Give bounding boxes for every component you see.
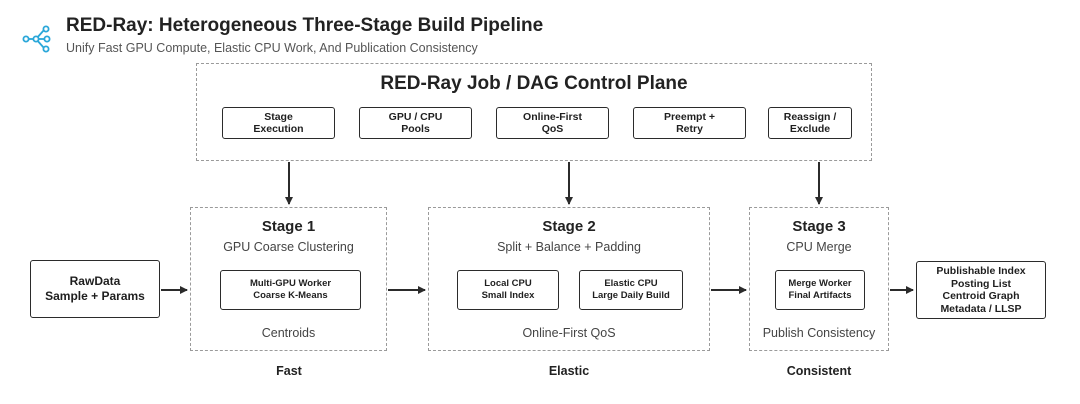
stage-1-container: Stage 1 GPU Coarse Clustering Multi-GPU … (190, 207, 387, 351)
stage-1-quality-label: Fast (276, 364, 302, 378)
input-box: RawData Sample + Params (30, 260, 160, 318)
stage-3-container: Stage 3 CPU Merge Merge Worker Final Art… (749, 207, 889, 351)
control-plane-title: RED-Ray Job / DAG Control Plane (380, 73, 688, 94)
stage-2-subtitle: Split + Balance + Padding (497, 240, 641, 254)
control-item-pools: GPU / CPU Pools (359, 107, 472, 139)
stage-2-container: Stage 2 Split + Balance + Padding Local … (428, 207, 710, 351)
output-box: Publishable Index Posting List Centroid … (916, 261, 1046, 319)
page-subtitle: Unify Fast GPU Compute, Elastic CPU Work… (66, 41, 478, 55)
stage-2-title: Stage 2 (542, 218, 596, 235)
stage-1-subtitle: GPU Coarse Clustering (223, 240, 354, 254)
stage-2-quality-label: Elastic (548, 364, 590, 378)
stage-2-footer: Online-First QoS (522, 326, 616, 340)
control-item-stage-execution: Stage Execution (222, 107, 335, 139)
stage-2-worker-local: Local CPU Small Index (457, 270, 559, 310)
network-nodes-icon (22, 25, 51, 53)
stage-3-title: Stage 3 (792, 218, 846, 235)
stage-3-worker: Merge Worker Final Artifacts (775, 270, 865, 310)
control-item-qos: Online-First QoS (496, 107, 609, 139)
stage-2-worker-elastic: Elastic CPU Large Daily Build (579, 270, 683, 310)
control-item-reassign-exclude: Reassign / Exclude (768, 107, 852, 139)
stage-3-subtitle: CPU Merge (786, 240, 852, 254)
stage-1-worker: Multi-GPU Worker Coarse K-Means (220, 270, 361, 310)
stage-1-footer: Centroids (261, 326, 316, 340)
stage-3-footer: Publish Consistency (762, 326, 876, 340)
page-title: RED-Ray: Heterogeneous Three-Stage Build… (66, 15, 544, 36)
control-item-preempt-retry: Preempt + Retry (633, 107, 746, 139)
stage-3-quality-label: Consistent (786, 364, 852, 378)
control-plane-container: RED-Ray Job / DAG Control Plane Stage Ex… (196, 63, 872, 161)
stage-1-title: Stage 1 (261, 218, 316, 235)
